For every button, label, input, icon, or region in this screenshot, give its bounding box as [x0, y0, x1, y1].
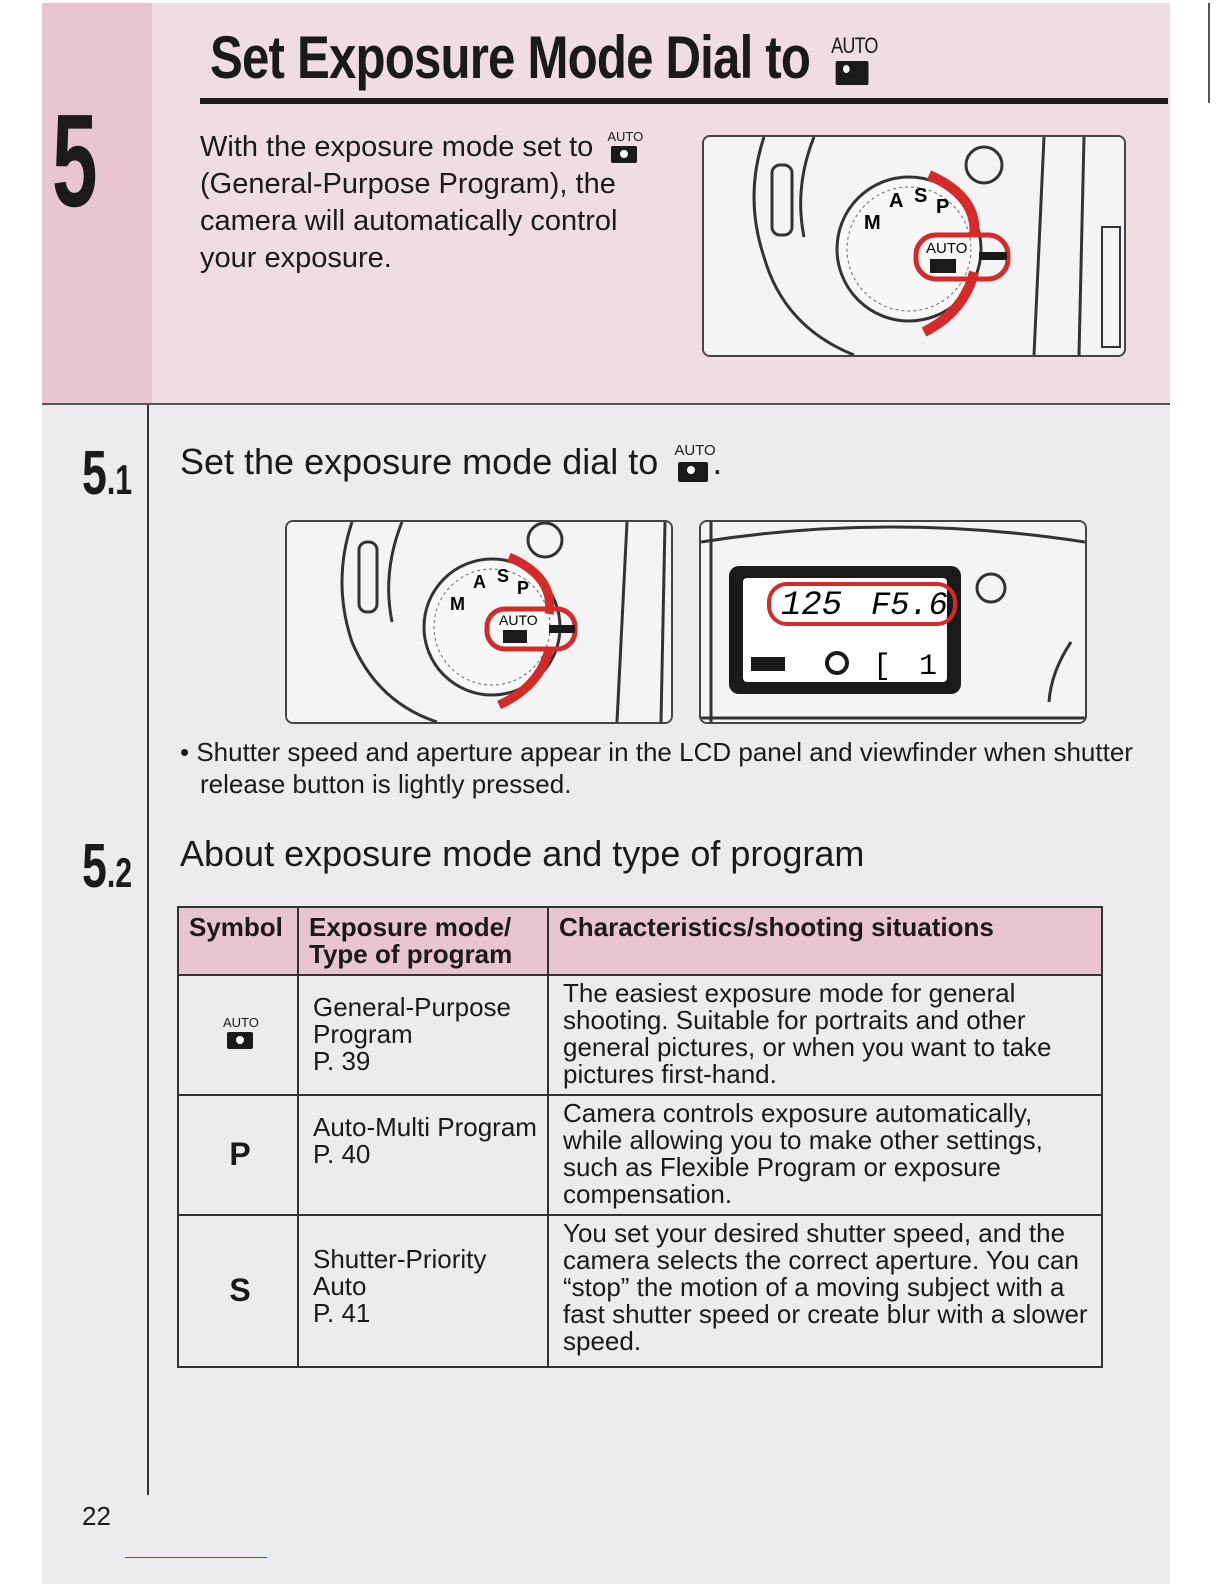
lcd-frame-bracket: [: [873, 650, 891, 684]
section-number-minor: .1: [106, 456, 133, 503]
symbol-cell: S: [177, 1214, 299, 1368]
page-reference: P. 41: [313, 1298, 371, 1328]
mode-cell: Auto-Multi Program P. 40: [297, 1094, 549, 1216]
page-edge: [1208, 3, 1210, 103]
footer-link-underline[interactable]: [125, 1557, 267, 1558]
lcd-panel-illustration: 125 F5.6 [ 1: [699, 520, 1087, 724]
section-number-5-1: 5.1: [82, 443, 132, 505]
lcd-frame-count: 1: [919, 650, 937, 684]
section-divider: [42, 403, 1170, 405]
dial-label-p: P: [517, 578, 529, 598]
section-number-major: 5: [82, 832, 107, 901]
mode-cell: Shutter-Priority Auto P. 41: [297, 1214, 549, 1368]
dial-label-m: M: [450, 594, 465, 614]
section-number-5-2: 5.2: [82, 836, 132, 898]
mode-name: General-Purpose Program: [313, 992, 511, 1049]
mode-name: Shutter-Priority Auto: [313, 1244, 487, 1301]
table-row: S Shutter-Priority Auto P. 41 You set yo…: [177, 1214, 1103, 1368]
symbol-cell: AUTO: [177, 974, 299, 1096]
intro-text-part1: With the exposure mode set to: [200, 131, 594, 163]
auto-label: AUTO: [223, 1015, 259, 1030]
exposure-mode-table: Symbol Exposure mode/ Type of program Ch…: [177, 906, 1103, 1368]
chapter-number: 5: [52, 87, 98, 234]
auto-camera-icon: AUTO: [674, 442, 716, 484]
section-heading-text: Set the exposure mode dial to: [180, 441, 659, 482]
description-cell: Camera controls exposure automatically, …: [547, 1094, 1103, 1216]
dial-label-s: S: [497, 566, 509, 586]
auto-label: AUTO: [831, 33, 878, 59]
auto-camera-icon: AUTO: [223, 1015, 259, 1052]
table-row: AUTO General-Purpose Program P. 39 The e…: [177, 974, 1103, 1096]
note-bullet: • Shutter speed and aperture appear in t…: [180, 737, 1133, 799]
dial-auto-label: AUTO: [499, 612, 538, 628]
table-row: P Auto-Multi Program P. 40 Camera contro…: [177, 1094, 1103, 1216]
dial-label-a: A: [473, 572, 486, 592]
auto-label: AUTO: [607, 129, 644, 145]
dial-label-p: P: [936, 196, 949, 218]
symbol-cell: P: [177, 1094, 299, 1216]
mode-dial-closeup-drawing: M A S P AUTO: [287, 522, 671, 722]
lcd-panel-drawing: 125 F5.6 [ 1: [701, 522, 1085, 722]
auto-label: AUTO: [674, 442, 716, 460]
column-header: Symbol: [177, 906, 299, 976]
manual-page: 5 Set Exposure Mode Dial to AUTO With th…: [42, 3, 1210, 1584]
page-reference: P. 40: [313, 1139, 371, 1169]
description-cell: You set your desired shutter speed, and …: [547, 1214, 1103, 1368]
section-number-minor: .2: [106, 849, 133, 896]
mode-dial-drawing: M A S P AUTO: [704, 137, 1124, 355]
auto-camera-icon: AUTO: [831, 33, 878, 89]
dial-label-a: A: [889, 190, 903, 212]
section-heading-period: .: [712, 441, 723, 482]
auto-camera-icon: AUTO: [607, 129, 644, 166]
section-heading-5-1: Set the exposure mode dial to AUTO .: [180, 441, 722, 484]
dial-auto-label: AUTO: [926, 240, 967, 257]
intro-text: With the exposure mode set to AUTO (Gene…: [200, 129, 680, 277]
column-header: Exposure mode/ Type of program: [297, 906, 549, 976]
page-title: Set Exposure Mode Dial to AUTO: [210, 23, 878, 92]
section-heading-5-2: About exposure mode and type of program: [180, 833, 865, 874]
description-cell: The easiest exposure mode for general sh…: [547, 974, 1103, 1096]
dial-label-m: M: [864, 212, 881, 234]
page-number: 22: [82, 1501, 111, 1531]
page-title-text: Set Exposure Mode Dial to: [210, 24, 811, 91]
dial-label-s: S: [914, 185, 927, 207]
title-rule: [200, 98, 1168, 104]
intro-text-part2: (General-Purpose Program), the camera wi…: [200, 168, 618, 275]
page-reference: P. 39: [313, 1046, 371, 1076]
mode-cell: General-Purpose Program P. 39: [297, 974, 549, 1096]
chapter-tab: [42, 3, 152, 403]
lcd-shutter-speed: 125: [781, 587, 842, 625]
mode-name: Auto-Multi Program: [313, 1112, 537, 1142]
mode-dial-illustration: M A S P AUTO: [702, 135, 1126, 357]
column-header: Characteristics/shooting situations: [547, 906, 1103, 976]
margin-rule: [147, 405, 149, 1495]
section-number-major: 5: [82, 439, 107, 508]
lcd-aperture: F5.6: [871, 587, 948, 624]
mode-dial-closeup-illustration: M A S P AUTO: [285, 520, 673, 724]
table-header-row: Symbol Exposure mode/ Type of program Ch…: [177, 906, 1103, 976]
